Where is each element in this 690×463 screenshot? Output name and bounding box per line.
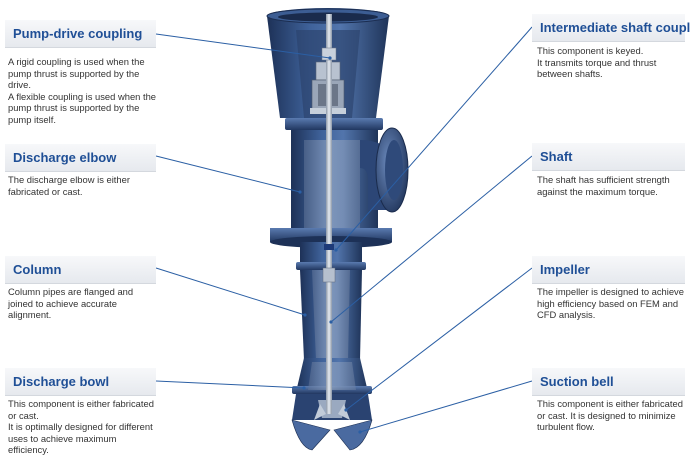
desc-shaft: The shaft has sufficient strength agains… [537,174,687,197]
desc-line: The impeller is designed to achieve high… [537,286,684,321]
desc-line: This component is either fabricated or c… [537,398,683,433]
leader-impeller [345,267,533,411]
desc-line: A flexible coupling is used when the pum… [8,90,157,125]
desc-line: It transmits torque and thrust between s… [537,56,657,80]
label-discharge-bowl: Discharge bowl [5,368,156,396]
desc-suction-bell: This component is either fabricated or c… [537,398,687,433]
leader-discharge-elbow [155,155,301,193]
discharge-head [291,130,378,232]
leader-dot-pump-drive-coupling [328,56,332,60]
leader-dot-intermediate-shaft-coupling [334,248,338,252]
leader-dot-shaft [329,320,333,324]
desc-column: Column pipes are flanged and joined to a… [8,286,156,321]
desc-impeller: The impeller is designed to achieve high… [537,286,687,321]
leader-pump-drive-coupling [155,33,331,59]
desc-discharge-bowl: This component is either fabricated or c… [8,398,156,456]
label-discharge-elbow: Discharge elbow [5,144,156,172]
leader-dot-discharge-elbow [298,190,302,194]
leader-lines [155,26,533,434]
label-pump-drive-coupling: Pump-drive coupling [5,20,156,48]
desc-discharge-elbow: The discharge elbow is either fabricated… [8,174,156,197]
desc-line: A rigid coupling is used when the pump t… [8,56,145,91]
desc-line: This component is either fabricated or c… [8,398,154,421]
label-impeller: Impeller [532,256,685,284]
leader-discharge-bowl [155,380,305,389]
label-shaft: Shaft [532,143,685,171]
label-intermediate-shaft-coupling: Intermediate shaft coupling [532,14,690,42]
leader-intermediate-shaft-coupling [335,26,533,251]
desc-line: Column pipes are flanged and joined to a… [8,286,134,321]
leader-dot-suction-bell [358,430,362,434]
label-column: Column [5,256,156,284]
label-suction-bell: Suction bell [532,368,685,396]
desc-line: This component is keyed. [537,45,644,56]
leader-dot-column [303,313,307,317]
desc-pump-drive-coupling: A rigid coupling is used when the pump t… [8,56,156,126]
leader-column [155,267,306,316]
desc-line: The shaft has sufficient strength agains… [537,174,670,197]
desc-intermediate-shaft-coupling: This component is keyed. It transmits to… [537,45,687,80]
leader-shaft [330,155,533,323]
leader-dot-discharge-bowl [302,386,306,390]
desc-line: The discharge elbow is either fabricated… [8,174,130,197]
leader-suction-bell [359,380,533,433]
upper-flange [285,118,383,130]
desc-line: It is optimally designed for different u… [8,421,153,456]
discharge-elbow-outlet [360,127,409,213]
leader-dot-impeller [344,408,348,412]
